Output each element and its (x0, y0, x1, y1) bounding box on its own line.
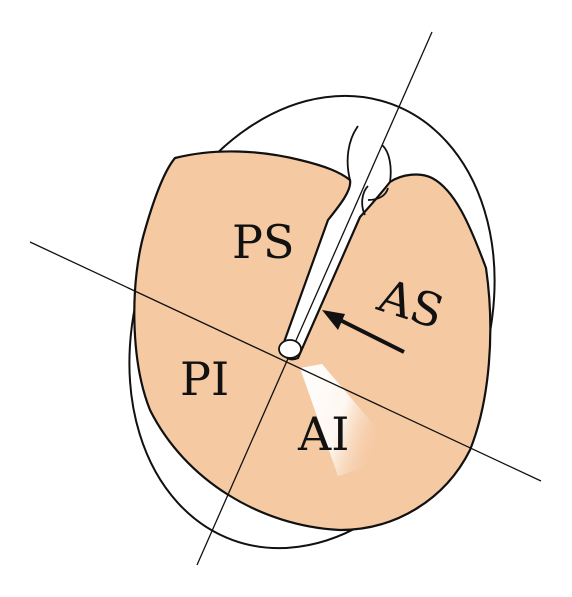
quadrant-label-ps: PS (232, 215, 294, 269)
light-reflex (300, 364, 392, 476)
arrow-shaft (335, 316, 405, 354)
perpendicular-axis-line (29, 241, 542, 482)
malleus-short-process (346, 125, 392, 216)
malleus-axis-line (196, 31, 433, 566)
arrow-head-icon (322, 310, 345, 330)
quadrant-label-pi: PI (180, 352, 229, 406)
quadrant-label-ai: AI (297, 407, 349, 461)
umbo (278, 339, 302, 359)
pars-tensa-area (133, 150, 492, 532)
